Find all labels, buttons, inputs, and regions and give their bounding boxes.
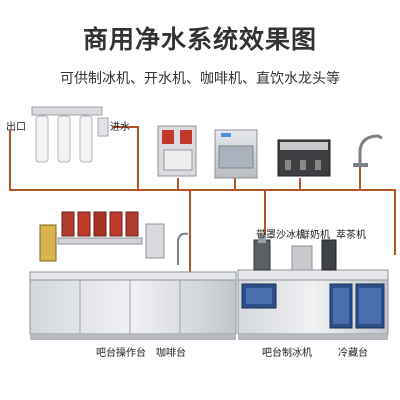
water-filter-icon — [31, 106, 109, 163]
milk-machine-label: 鲜奶机 — [300, 230, 330, 241]
ice-counter-label: 吧台制冰机 — [262, 348, 312, 359]
blender-label: 带罩沙冰机 — [256, 230, 306, 241]
page-title: 商用净水系统效果图 — [82, 25, 317, 54]
ice-machine-icon — [214, 129, 258, 179]
filter-inlet-label: 进水 — [110, 122, 130, 133]
coffee-counter-label: 咖啡台 — [156, 348, 186, 359]
filter-outlet-label: 出口 — [6, 122, 26, 133]
tea-machine-label: 萃茶机 — [336, 230, 366, 241]
faucet-icon — [353, 134, 383, 167]
page-subtitle: 可供制冰机、开水机、咖啡机、直饮水龙头等 — [60, 71, 340, 87]
counter-illustration — [29, 211, 389, 340]
hot-water-machine-icon — [157, 125, 197, 177]
espresso-machine-icon — [277, 139, 331, 177]
bar-counter-label: 吧台操作台 — [96, 348, 146, 359]
fridge-counter-label: 冷藏台 — [338, 348, 368, 359]
